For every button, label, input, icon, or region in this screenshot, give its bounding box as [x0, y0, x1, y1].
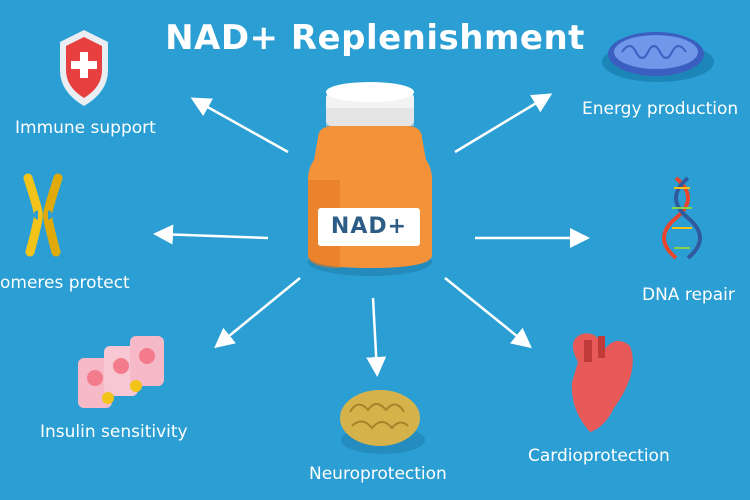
brain-icon — [340, 390, 425, 454]
arrow-insulin — [214, 277, 301, 349]
fat-cells-icon — [78, 336, 164, 408]
label-telomeres: omeres protect — [0, 273, 130, 293]
label-neuroprotection: Neuroprotection — [309, 464, 447, 484]
bottle-icon — [308, 82, 432, 276]
arrow-energy — [454, 93, 553, 154]
arrow-cardio — [444, 277, 532, 349]
page-title: NAD+ Replenishment — [165, 18, 585, 58]
arrow-neuro — [366, 297, 387, 377]
label-cardioprotection: Cardioprotection — [528, 446, 670, 466]
label-dna-repair: DNA repair — [642, 285, 735, 305]
mitochondria-icon — [602, 32, 714, 82]
bottle-label: NAD+ — [330, 214, 408, 239]
label-immune-support: Immune support — [15, 118, 156, 138]
dna-helix-icon — [662, 176, 702, 260]
label-insulin-sensitivity: Insulin sensitivity — [40, 422, 188, 442]
chromosome-icon — [23, 173, 63, 257]
arrows — [153, 93, 590, 377]
arrow-telomeres — [153, 224, 269, 245]
label-energy-production: Energy production — [582, 99, 739, 119]
arrow-immune — [190, 97, 289, 154]
shield-cross-icon — [60, 30, 108, 106]
heart-icon — [571, 333, 633, 432]
